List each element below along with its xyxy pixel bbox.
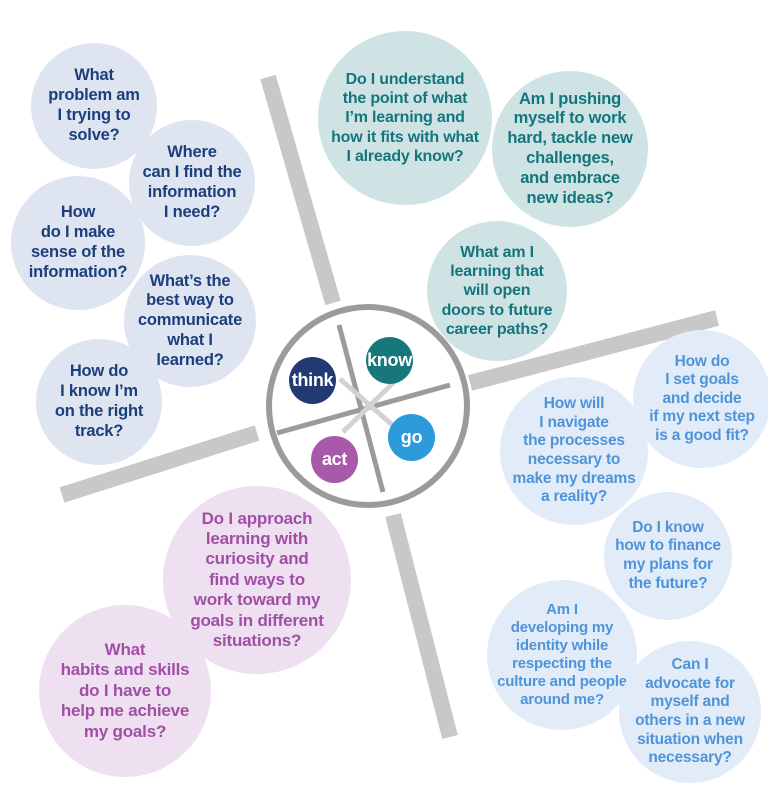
question-bubble-think-make-sense: How do I make sense of the information? [11,176,145,310]
hub-segment-act: act [311,436,358,483]
spoke-bar-top [260,74,341,306]
spoke-bar-bottom [385,513,458,739]
question-bubble-go-identity: Am I developing my identity while respec… [487,580,637,730]
question-bubble-act-habits: What habits and skills do I have to help… [39,605,211,777]
question-bubble-think-find-info: Where can I find the information I need? [129,120,255,246]
question-bubble-know-understand: Do I understand the point of what I’m le… [318,31,492,205]
question-bubble-go-navigate: How will I navigate the processes necess… [500,377,648,525]
hub-cross-light-2 [341,379,397,434]
question-bubble-go-finance: Do I know how to finance my plans for th… [604,492,732,620]
question-bubble-go-set-goals: How do I set goals and decide if my next… [633,330,768,468]
spoke-bar-right [467,310,720,391]
question-bubble-go-advocate: Can I advocate for myself and others in … [619,641,761,783]
question-bubble-think-solve: What problem am I trying to solve? [31,43,157,169]
hub-segment-think: think [289,357,336,404]
question-bubble-know-career-paths: What am I learning that will open doors … [427,221,567,361]
hub-segment-go: go [388,414,435,461]
spoke-bar-left [59,425,260,503]
question-bubble-think-right-track: How do I know I’m on the right track? [36,339,162,465]
hub-segment-know: know [366,337,413,384]
question-bubble-know-pushing: Am I pushing myself to work hard, tackle… [492,71,648,227]
